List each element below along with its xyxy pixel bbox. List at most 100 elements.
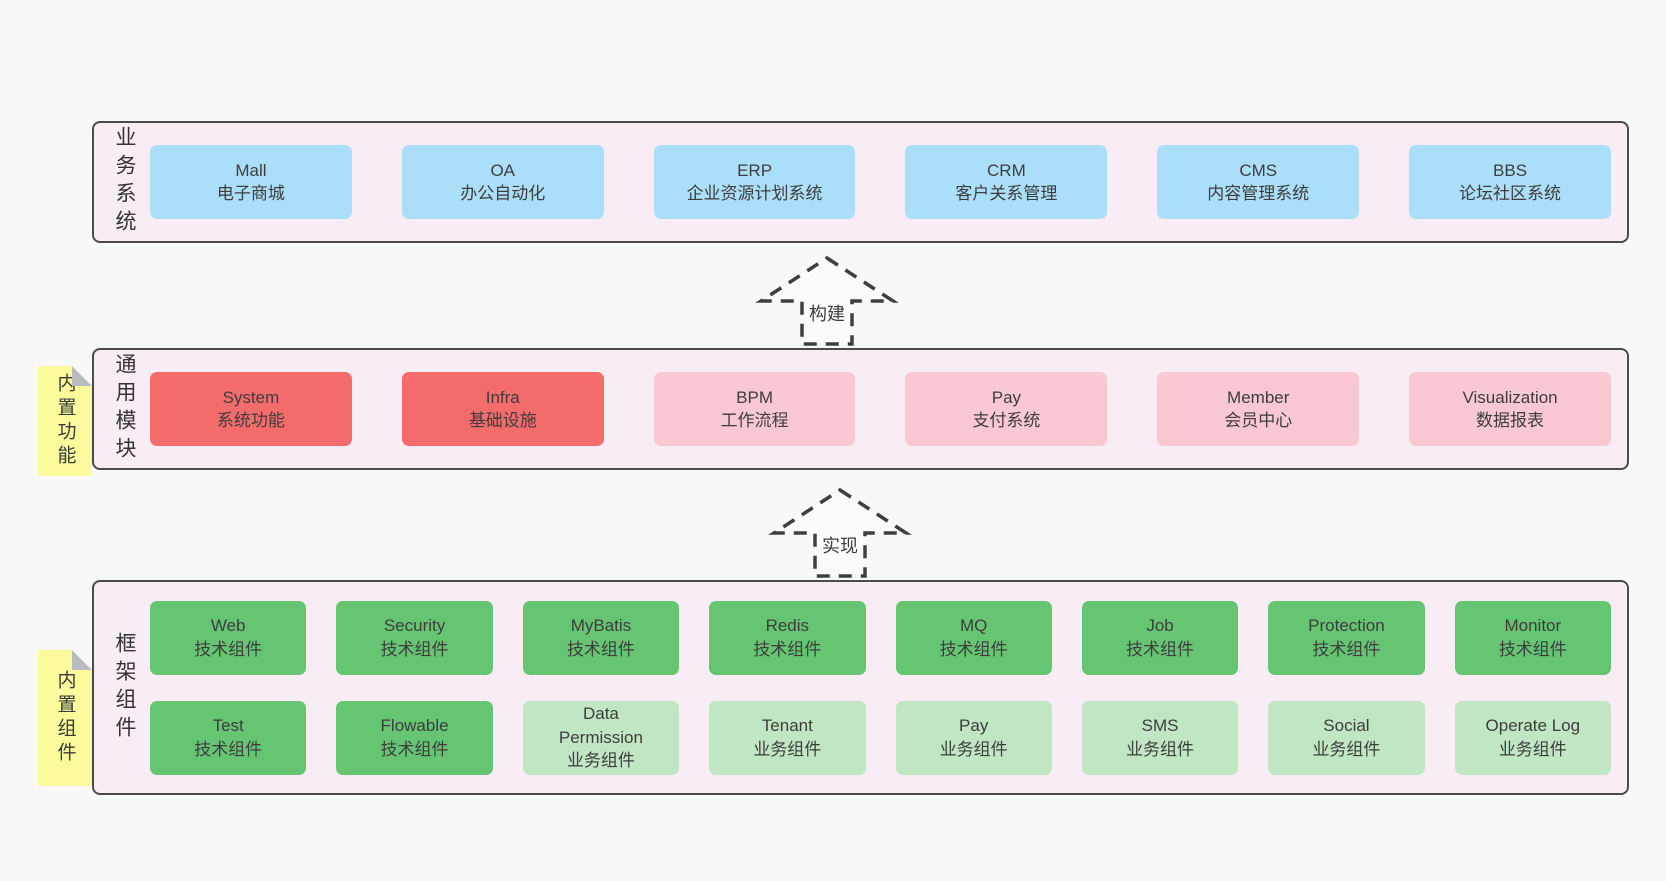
box-subtitle: 客户关系管理 (955, 184, 1058, 203)
box-pay: Pay 支付系统 (905, 372, 1108, 446)
box-job: Job 技术组件 (1081, 600, 1239, 675)
box-subtitle: 业务组件 (1312, 739, 1381, 759)
layer-label-business-systems: 业务系统 (113, 126, 136, 238)
box-mybatis: MyBatis 技术组件 (522, 600, 680, 675)
box-title: Infra (485, 387, 520, 407)
box-visualization: Visualization 数据报表 (1409, 372, 1611, 446)
box-subtitle: 技术组件 (194, 639, 263, 659)
box-subtitle: 办公自动化 (460, 184, 546, 203)
box-flowable: Flowable 技术组件 (336, 700, 493, 775)
box-subtitle: 会员中心 (1224, 411, 1293, 430)
folded-corner-icon (72, 650, 92, 670)
box-title: MQ (959, 616, 988, 636)
box-title: Mall (235, 160, 267, 180)
box-title: CMS (1239, 160, 1278, 180)
box-data-permission: Data Permission 业务组件 (522, 700, 680, 775)
box-sms: SMS 业务组件 (1081, 700, 1239, 775)
box-title: Web (210, 616, 246, 636)
box-subtitle: 内容管理系统 (1207, 184, 1310, 203)
box-protection: Protection 技术组件 (1268, 600, 1425, 675)
box-system: System 系统功能 (150, 372, 352, 446)
box-member: Member 会员中心 (1157, 372, 1360, 446)
sticky-note-builtin-components: 内置组件 (38, 650, 92, 786)
box-title: MyBatis (570, 616, 632, 636)
box-subtitle: 电子商城 (216, 184, 285, 203)
box-title: Job (1146, 616, 1174, 636)
layer-business-systems: 业务系统 Mall 电子商城 OA 办公自动化 ERP 企业资源计划系统 CRM 客户关系管理… (92, 121, 1629, 243)
component-row: Mall 电子商城 OA 办公自动化 ERP 企业资源计划系统 CRM 客户关系管理 CMS 内容… (150, 145, 1611, 219)
box-subtitle: 支付系统 (972, 411, 1041, 430)
box-title: CRM (987, 160, 1026, 180)
business-systems-boxes: Mall 电子商城 OA 办公自动化 ERP 企业资源计划系统 CRM 客户关系管理 CMS 内容… (150, 123, 1611, 241)
box-subtitle: 工作流程 (720, 411, 789, 430)
box-title: BBS (1493, 160, 1528, 180)
box-title: Visualization (1462, 387, 1558, 407)
box-title: SMS (1141, 716, 1179, 736)
box-crm: CRM 客户关系管理 (905, 145, 1108, 219)
box-subtitle: 技术组件 (1312, 639, 1381, 659)
arrow-implement: 实现 (768, 486, 912, 580)
box-infra: Infra 基础设施 (401, 372, 604, 446)
box-title: Pay (959, 716, 989, 736)
box-subtitle: 技术组件 (939, 639, 1008, 659)
box-title: Monitor (1504, 616, 1562, 636)
box-test: Test 技术组件 (150, 700, 307, 775)
box-web: Web 技术组件 (150, 600, 307, 675)
box-erp: ERP 企业资源计划系统 (653, 145, 856, 219)
box-title: Operate Log (1485, 716, 1581, 736)
box-subtitle: 技术组件 (566, 639, 635, 659)
box-subtitle: 技术组件 (380, 739, 449, 759)
box-title: Protection (1308, 616, 1385, 636)
box-bbs: BBS 论坛社区系统 (1409, 145, 1611, 219)
box-subtitle: 技术组件 (194, 739, 263, 759)
box-title: System (222, 387, 280, 407)
box-subtitle: 数据报表 (1476, 411, 1545, 430)
box-subtitle: 技术组件 (1498, 639, 1567, 659)
arrow-implement-label: 实现 (819, 532, 861, 558)
box-subtitle: 技术组件 (380, 639, 449, 659)
box-operate-log: Operate Log 业务组件 (1454, 700, 1611, 775)
box-subtitle: 业务组件 (566, 751, 635, 771)
layer-label-framework-components: 框架组件 (113, 631, 136, 744)
box-monitor: Monitor 技术组件 (1454, 600, 1611, 675)
sticky-note-label: 内置组件 (54, 670, 76, 766)
box-title: Flowable (380, 716, 449, 736)
box-oa: OA 办公自动化 (401, 145, 604, 219)
arrow-build: 构建 (755, 254, 899, 348)
box-subtitle: 技术组件 (753, 639, 822, 659)
box-subtitle: 论坛社区系统 (1459, 184, 1562, 203)
arrow-build-label: 构建 (806, 300, 848, 326)
box-title: Data Permission (558, 704, 643, 747)
box-title: Test (212, 716, 244, 736)
sticky-note-builtin-features: 内置功能 (38, 366, 92, 476)
box-subtitle: 业务组件 (753, 739, 822, 759)
box-title: OA (490, 160, 516, 180)
box-cms: CMS 内容管理系统 (1157, 145, 1360, 219)
layer-label-common-modules: 通用模块 (113, 353, 136, 465)
box-title: Member (1227, 387, 1290, 407)
box-subtitle: 技术组件 (1126, 639, 1195, 659)
box-mall: Mall 电子商城 (150, 145, 352, 219)
box-subtitle: 系统功能 (216, 411, 285, 430)
box-title: Security (383, 616, 446, 636)
box-title: Pay (991, 387, 1022, 407)
box-subtitle: 业务组件 (939, 739, 1008, 759)
box-tenant: Tenant 业务组件 (709, 700, 866, 775)
box-title: ERP (737, 160, 773, 180)
box-subtitle: 企业资源计划系统 (686, 184, 823, 203)
box-subtitle: 基础设施 (468, 411, 537, 430)
sticky-note-label: 内置功能 (54, 373, 76, 469)
box-subtitle: 业务组件 (1126, 739, 1195, 759)
box-subtitle: 业务组件 (1498, 739, 1567, 759)
box-title: Tenant (761, 716, 813, 736)
